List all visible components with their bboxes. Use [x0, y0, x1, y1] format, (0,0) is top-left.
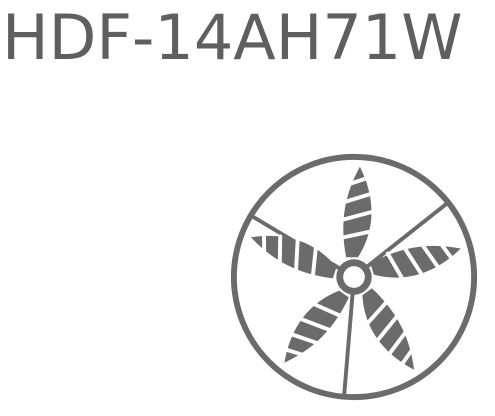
product-icon-container	[226, 144, 482, 410]
product-model-title: HDF-14AH71W	[2, 1, 463, 74]
fan-icon	[230, 153, 478, 401]
fan-hub-inner	[343, 266, 365, 288]
